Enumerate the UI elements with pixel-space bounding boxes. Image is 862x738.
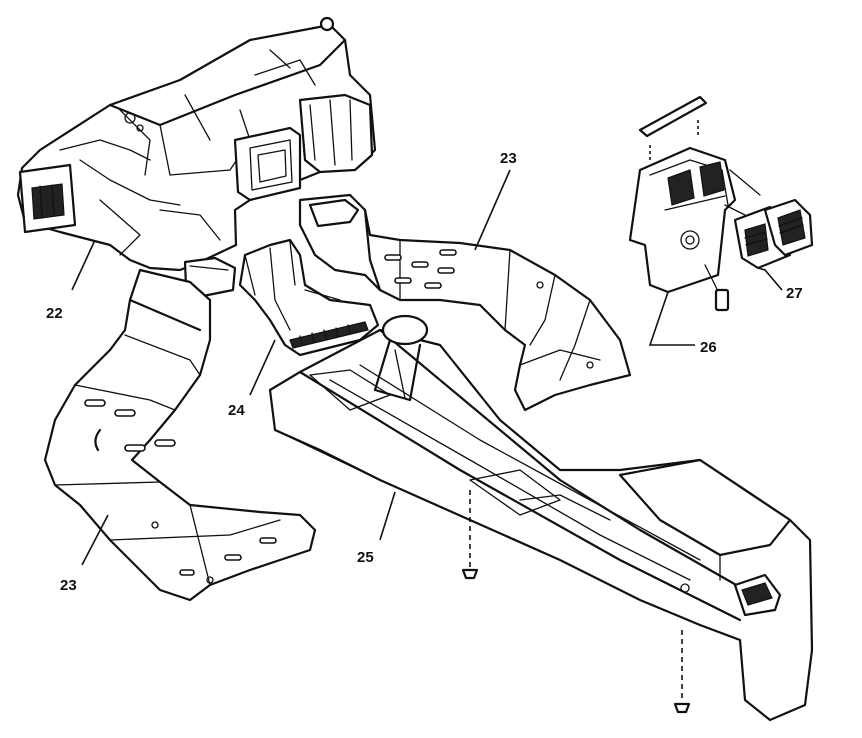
callout-26: 26	[700, 339, 717, 356]
part-23-right-floor-duct	[298, 193, 632, 412]
part-25-floor-console	[268, 314, 814, 722]
callout-23-top: 23	[500, 150, 517, 167]
callout-leaders	[71, 169, 783, 566]
callout-23-bottom: 23	[60, 577, 77, 594]
part-24-center-duct	[238, 238, 380, 357]
part-22-hvac-module	[16, 16, 377, 298]
part-23-left-floor-duct	[43, 268, 317, 602]
callout-22: 22	[46, 305, 63, 322]
part-26-radio-bezel	[628, 95, 761, 312]
callout-25: 25	[357, 549, 374, 566]
part-27-switch-assembly	[733, 198, 814, 270]
callout-27: 27	[786, 285, 803, 302]
callout-24: 24	[228, 402, 245, 419]
